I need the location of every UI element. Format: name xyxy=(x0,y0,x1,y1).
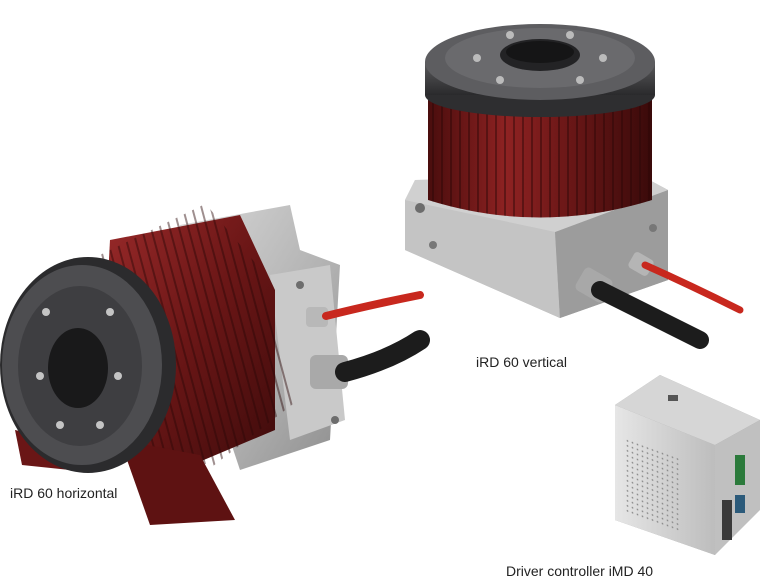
driver-controller xyxy=(615,375,760,555)
rotary-motor-vertical xyxy=(405,24,744,349)
caption-vertical: iRD 60 vertical xyxy=(476,354,568,370)
rotary-motor-horizontal xyxy=(0,203,430,525)
caption-driver-controller: Driver controller iMD 40 xyxy=(506,563,654,579)
caption-horizontal: iRD 60 horizontal xyxy=(10,485,118,501)
